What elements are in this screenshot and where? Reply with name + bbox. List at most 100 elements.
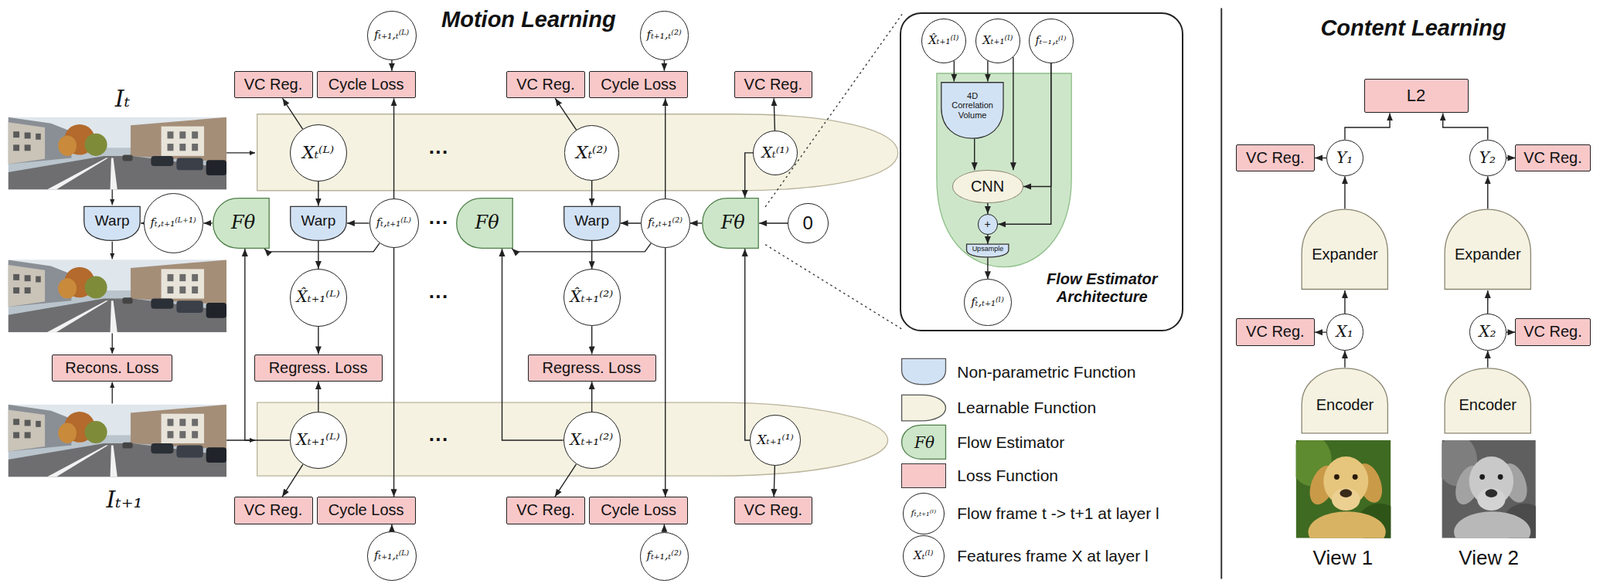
legend-symbol: Fθ: [914, 433, 935, 452]
arrow-connector: [591, 180, 593, 207]
arrow-connector: [393, 98, 395, 199]
arrow-connector: [1344, 290, 1345, 314]
variable-circle: X̂ₜ₊₁⁽ᴸ⁾: [289, 268, 348, 327]
arrow-connector: [953, 61, 955, 82]
section-divider: [1220, 8, 1223, 580]
arrow-connector: [140, 222, 143, 224]
legend-symbol: Xₜ⁽ˡ⁾: [913, 550, 933, 564]
node-text: Upsample: [972, 245, 1005, 253]
warp-function-shape: [563, 206, 620, 241]
arrow-connector: [773, 466, 775, 498]
node-text: Flow Estimator Architecture: [1032, 270, 1172, 307]
variable-circle: X̂ₜ₊₁⁽²⁾: [563, 268, 621, 327]
ellipsis: ···: [428, 141, 450, 165]
node-text: X̂ₜ₊₁⁽²⁾: [570, 288, 614, 307]
loss-box: Regress. Loss: [254, 354, 383, 383]
loss-box: L2: [1364, 78, 1469, 114]
zoom-leader: [765, 13, 903, 207]
arrow-connector: [987, 203, 988, 215]
image-wire: [112, 241, 113, 259]
arrow-connector: [1506, 331, 1516, 333]
image-wire: [112, 189, 113, 205]
legend-text: Features frame X at layer l: [956, 547, 1148, 566]
node-text: Encoder: [1316, 396, 1375, 415]
feature-band: [257, 402, 889, 477]
legend-text: Flow Estimator: [956, 433, 1065, 453]
node-text: Xₜ⁽ᴸ⁾: [302, 142, 334, 163]
loss-box: VC Reg.: [1235, 144, 1315, 173]
legend-swatch-path: [901, 425, 946, 460]
image-label: Iₜ: [115, 85, 130, 113]
node-text: fₜ₊₁,ₜ⁽²⁾: [646, 549, 682, 563]
loss-box: Regress. Loss: [527, 354, 657, 383]
view-image: [1290, 435, 1403, 553]
node-text: Cycle Loss: [600, 75, 677, 94]
node-text: VC Reg.: [1523, 323, 1583, 341]
node-text: Warp: [95, 212, 130, 230]
cnn-block: CNN: [952, 170, 1024, 203]
network-block: Encoder: [1443, 367, 1532, 435]
image-wire: [112, 333, 113, 354]
view-label: View 1: [1313, 547, 1374, 571]
upsample-block-shape: [966, 244, 1009, 258]
view-label: View 2: [1458, 547, 1519, 571]
node-text: VC Reg.: [1245, 149, 1305, 167]
variable-circle: Xₜ₊₁⁽²⁾: [563, 411, 621, 470]
node-text: Cycle Loss: [328, 501, 405, 520]
node-text: Cycle Loss: [328, 75, 405, 94]
arrow-connector: [745, 153, 754, 198]
arrow-connector: [264, 243, 380, 252]
variable-circle: Xₜ⁽ᴸ⁾: [289, 124, 348, 182]
node-text: Fθ: [231, 212, 256, 235]
legend-swatch: [901, 358, 947, 385]
arrow-connector: [554, 464, 577, 498]
variable-circle: Xₜ⁽²⁾: [564, 125, 620, 181]
loss-box: Cycle Loss: [316, 71, 416, 99]
variable-circle: X₁: [1326, 313, 1364, 351]
variable-circle: 0: [787, 203, 829, 245]
variable-circle: fₜ,ₜ₊₁⁽ˡ⁾: [963, 279, 1012, 327]
node-text: +: [984, 217, 991, 231]
node-text: L2: [1406, 85, 1426, 106]
variable-circle: fₜ,ₜ₊₁⁽ᴸ⁺¹⁾: [143, 193, 205, 254]
section-title: Content Learning: [1320, 15, 1506, 41]
variable-circle: fₜ,ₜ₊₁⁽²⁾: [640, 198, 691, 249]
variable-circle: X̂ₜ₊₁⁽ˡ⁾: [921, 18, 967, 64]
node-text: Encoder: [1459, 396, 1518, 415]
arrow-connector: [502, 248, 564, 441]
node-text: Xₜ₊₁⁽¹⁾: [756, 432, 794, 449]
flow-estimator-shape: [456, 198, 513, 249]
variable-circle: fₜ,ₜ₊₁⁽ᴸ⁾: [369, 198, 419, 249]
loss-box: Cycle Loss: [588, 71, 688, 99]
node-text: fₜ,ₜ₊₁⁽ᴸ⁾: [376, 216, 412, 230]
variable-circle: Y₁: [1326, 139, 1364, 178]
network-block: Expander: [1443, 208, 1532, 291]
arrow-connector: [773, 98, 775, 131]
arrow-connector: [759, 222, 788, 224]
node-text: Expander: [1454, 245, 1522, 264]
loss-box: VC Reg.: [506, 71, 586, 99]
legend-text: Non-parametric Function: [956, 363, 1136, 382]
warped-image: [8, 259, 228, 333]
loss-box: Cycle Loss: [316, 497, 416, 525]
variable-circle: +: [977, 214, 999, 235]
arrow-connector: [1012, 57, 1014, 171]
arrow-connector: [664, 248, 666, 498]
node-text: Regress. Loss: [541, 359, 641, 378]
arrow-connector: [391, 524, 392, 533]
arrow-connector: [987, 234, 988, 245]
image-label: Iₜ₊₁: [105, 486, 143, 514]
arrow-connector: [554, 98, 577, 130]
correlation-volume-shape: [941, 81, 1004, 138]
arrow-connector: [1443, 112, 1488, 140]
arrow-connector: [663, 60, 665, 72]
legend-symbol: fₜ,ₜ₊₁⁽ˡ⁾: [910, 508, 937, 519]
frame-image: [8, 405, 228, 478]
legend-text: Loss Function: [956, 466, 1059, 486]
flow-estimator: Fθ: [456, 197, 514, 249]
correlation-volume: 4D Correlation Volume: [940, 81, 1005, 140]
arrow-connector: [1487, 176, 1488, 209]
legend-swatch-path: [901, 394, 946, 422]
warp-function-shape: [84, 206, 140, 241]
